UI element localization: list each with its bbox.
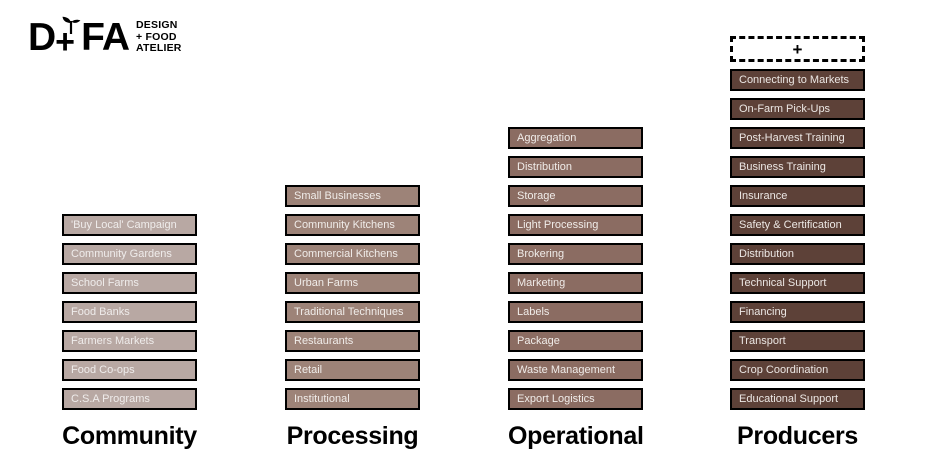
column-title-community: Community	[62, 422, 197, 450]
node-item[interactable]: 'Buy Local' Campaign	[62, 214, 197, 236]
node-item[interactable]: Export Logistics	[508, 388, 643, 410]
logo-plus-group: +	[55, 16, 81, 61]
node-item[interactable]: Retail	[285, 359, 420, 381]
node-item[interactable]: Aggregation	[508, 127, 643, 149]
node-item[interactable]: Package	[508, 330, 643, 352]
node-item[interactable]: Community Gardens	[62, 243, 197, 265]
node-item[interactable]: Commercial Kitchens	[285, 243, 420, 265]
node-item[interactable]: Transport	[730, 330, 865, 352]
node-item[interactable]: Labels	[508, 301, 643, 323]
node-item[interactable]: Food Co-ops	[62, 359, 197, 381]
sprout-icon	[62, 16, 81, 34]
node-item[interactable]: Brokering	[508, 243, 643, 265]
node-item[interactable]: Waste Management	[508, 359, 643, 381]
logo-plus-glyph: +	[55, 23, 75, 61]
logo-tagline: DESIGN + FOOD ATELIER	[136, 19, 182, 55]
node-item[interactable]: Educational Support	[730, 388, 865, 410]
logo-wordmark: D + FA	[28, 16, 130, 61]
logo-letters-fa: FA	[81, 16, 130, 59]
node-item[interactable]: C.S.A Programs	[62, 388, 197, 410]
node-item[interactable]: Urban Farms	[285, 272, 420, 294]
node-item[interactable]: School Farms	[62, 272, 197, 294]
node-item[interactable]: Connecting to Markets	[730, 69, 865, 91]
logo-tagline-line-3: ATELIER	[136, 42, 182, 54]
logo-tagline-line-1: DESIGN	[136, 19, 178, 31]
logo-tagline-line-2: + FOOD	[136, 30, 177, 43]
node-item[interactable]: Light Processing	[508, 214, 643, 236]
node-item[interactable]: Crop Coordination	[730, 359, 865, 381]
node-item[interactable]: Insurance	[730, 185, 865, 207]
node-item[interactable]: Small Businesses	[285, 185, 420, 207]
node-item[interactable]: Distribution	[508, 156, 643, 178]
node-item[interactable]: On-Farm Pick-Ups	[730, 98, 865, 120]
node-item[interactable]: Institutional	[285, 388, 420, 410]
node-item[interactable]: Financing	[730, 301, 865, 323]
brand-logo: D + FA DESIGN + FOOD ATELIER	[28, 16, 182, 62]
node-item[interactable]: Marketing	[508, 272, 643, 294]
node-item[interactable]: Restaurants	[285, 330, 420, 352]
node-item[interactable]: Traditional Techniques	[285, 301, 420, 323]
node-item[interactable]: Storage	[508, 185, 643, 207]
column-title-operational: Operational	[508, 422, 644, 450]
node-item[interactable]: Food Banks	[62, 301, 197, 323]
column-title-processing: Processing	[286, 422, 419, 450]
node-item[interactable]: Distribution	[730, 243, 865, 265]
column-title-producers: Producers	[737, 422, 858, 450]
node-item[interactable]: Technical Support	[730, 272, 865, 294]
logo-letter-d: D	[28, 16, 56, 59]
node-item[interactable]: Safety & Certification	[730, 214, 865, 236]
node-item[interactable]: Business Training	[730, 156, 865, 178]
node-item[interactable]: Post-Harvest Training	[730, 127, 865, 149]
node-item[interactable]: Community Kitchens	[285, 214, 420, 236]
node-item[interactable]: Farmers Markets	[62, 330, 197, 352]
add-item-button-producers[interactable]: +	[730, 36, 865, 62]
